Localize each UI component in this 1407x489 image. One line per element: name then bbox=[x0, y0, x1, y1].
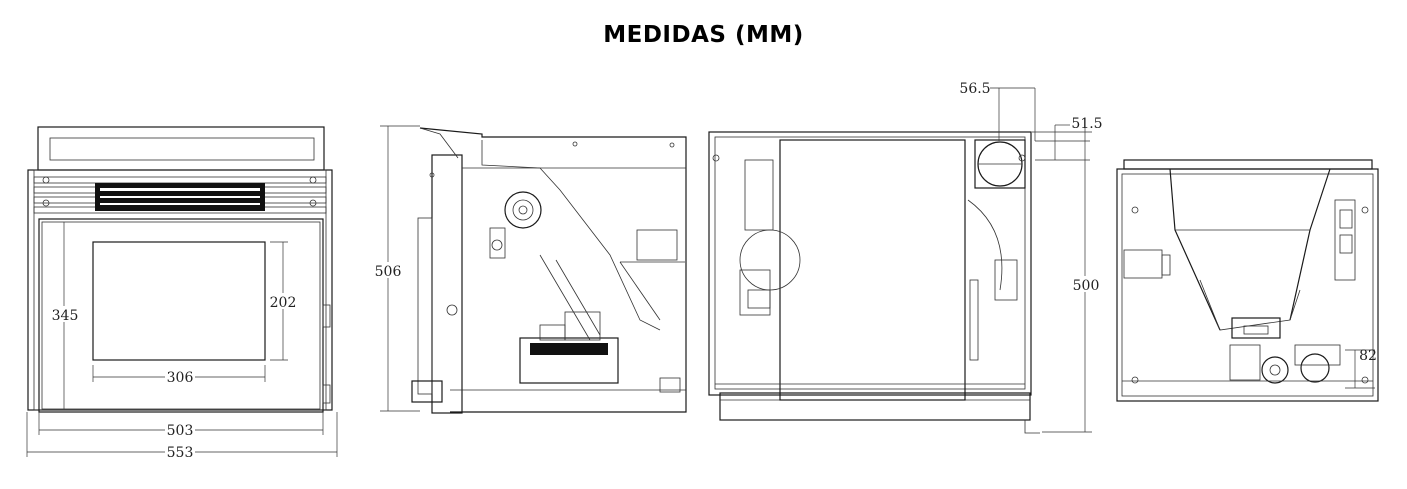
dim-label-500: 500 bbox=[1073, 278, 1100, 294]
front-view: 345 202 306 503 553 bbox=[26, 126, 338, 461]
page-title: MEDIDAS (MM) bbox=[603, 22, 804, 48]
dim-label-345: 345 bbox=[52, 308, 79, 324]
dim-label-553: 553 bbox=[167, 445, 194, 461]
dim-label-306: 306 bbox=[167, 370, 194, 386]
back-view: 56.5 51.5 500 bbox=[708, 81, 1103, 434]
dim-label-51-5: 51.5 bbox=[1071, 116, 1102, 132]
dim-label-506: 506 bbox=[375, 264, 402, 280]
dim-label-82: 82 bbox=[1359, 348, 1377, 364]
side-view: 506 bbox=[375, 125, 687, 414]
side2-view: 82 bbox=[1116, 159, 1379, 402]
dim-label-503: 503 bbox=[167, 423, 194, 439]
dim-label-202: 202 bbox=[270, 295, 297, 311]
dim-label-56-5: 56.5 bbox=[959, 81, 990, 97]
